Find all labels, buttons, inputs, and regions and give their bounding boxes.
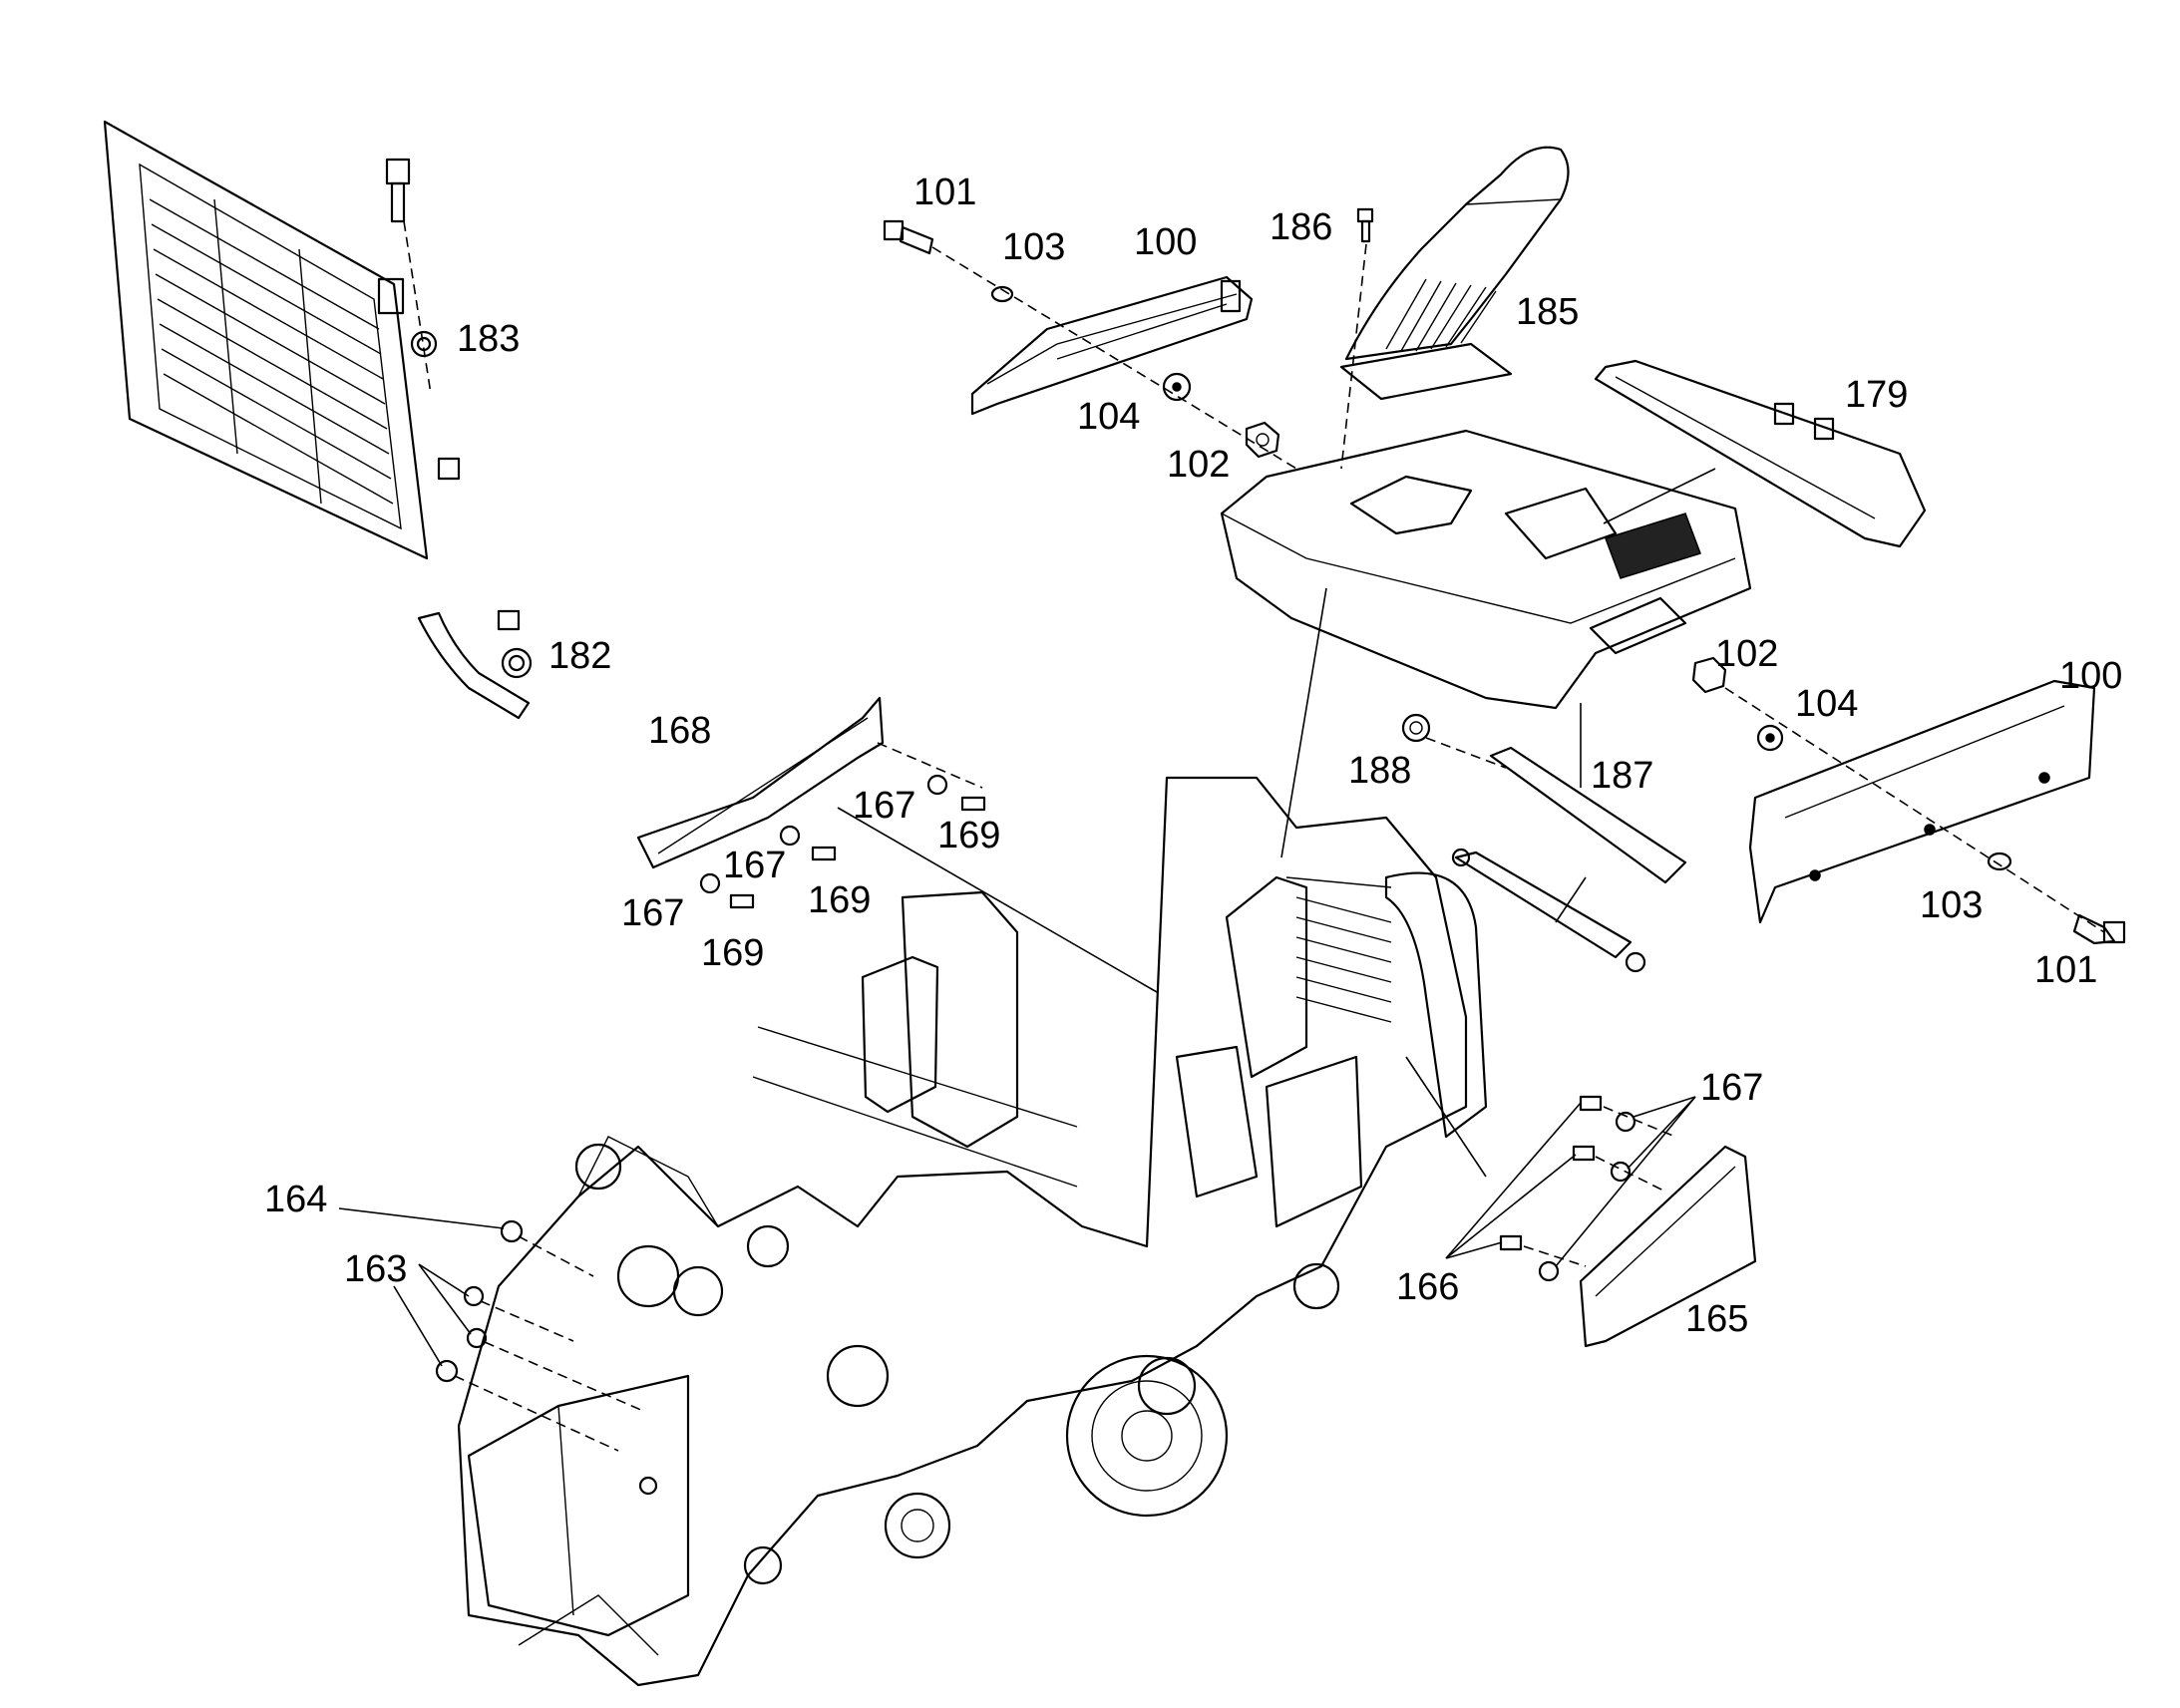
callout-188: 188: [1348, 750, 1411, 792]
bracket-168: [636, 696, 983, 869]
callout-187: 187: [1591, 755, 1653, 797]
leader-lines: [338, 587, 1696, 1367]
callout-165: 165: [1685, 1298, 1748, 1340]
callout-104-right: 104: [1795, 683, 1858, 725]
callout-167-c: 167: [621, 892, 684, 934]
side-cover-100-right: [1748, 679, 2096, 924]
plugs-163-164: [435, 1219, 644, 1452]
callout-102: 102: [1167, 444, 1230, 486]
chassis-frame: [457, 776, 1488, 1687]
callout-100-right: 100: [2059, 655, 2122, 697]
callout-103-right: 103: [1920, 884, 1983, 926]
pin-182: [417, 609, 533, 720]
callout-labels: 100 101 103 104 102 186 185 179 183 182 …: [264, 171, 2122, 1340]
callout-186: 186: [1270, 206, 1332, 248]
fastener-bolt-101-right: [1691, 656, 2126, 945]
fasteners-167-169: [699, 774, 1158, 993]
callout-168: 168: [648, 710, 711, 752]
callout-167-a: 167: [853, 785, 915, 827]
callout-185: 185: [1516, 291, 1579, 333]
grille-panel: [103, 120, 461, 560]
callout-169-a: 169: [937, 815, 1000, 856]
callout-104: 104: [1077, 396, 1140, 438]
side-cover-100-left: [970, 275, 1254, 416]
cylinder-188: [1401, 713, 1687, 973]
callout-169-b: 169: [808, 879, 871, 921]
callout-103: 103: [1002, 226, 1065, 268]
callout-182: 182: [548, 635, 611, 677]
hood-179: [1594, 359, 1927, 548]
callout-167-d: 167: [1700, 1067, 1763, 1109]
callout-169-c: 169: [701, 932, 764, 974]
callout-100: 100: [1134, 221, 1197, 263]
fastener-bolt-101-left: [883, 219, 1297, 470]
top-cover-187: [1220, 429, 1752, 710]
air-intake-185: [1339, 146, 1570, 401]
callout-163: 163: [344, 1248, 407, 1290]
callout-183: 183: [457, 318, 520, 360]
screw-186: [1340, 207, 1374, 470]
callout-167-b: 167: [723, 845, 786, 886]
bolt-183: [385, 158, 438, 395]
fasteners-166-167: [1499, 1095, 1676, 1282]
bracket-165: [1579, 1145, 1757, 1348]
callout-101-right: 101: [2034, 949, 2097, 991]
callout-164: 164: [264, 1179, 327, 1220]
callout-101: 101: [913, 171, 976, 213]
callout-102-right: 102: [1715, 633, 1778, 675]
callout-166: 166: [1396, 1266, 1459, 1308]
callout-179: 179: [1845, 374, 1908, 416]
